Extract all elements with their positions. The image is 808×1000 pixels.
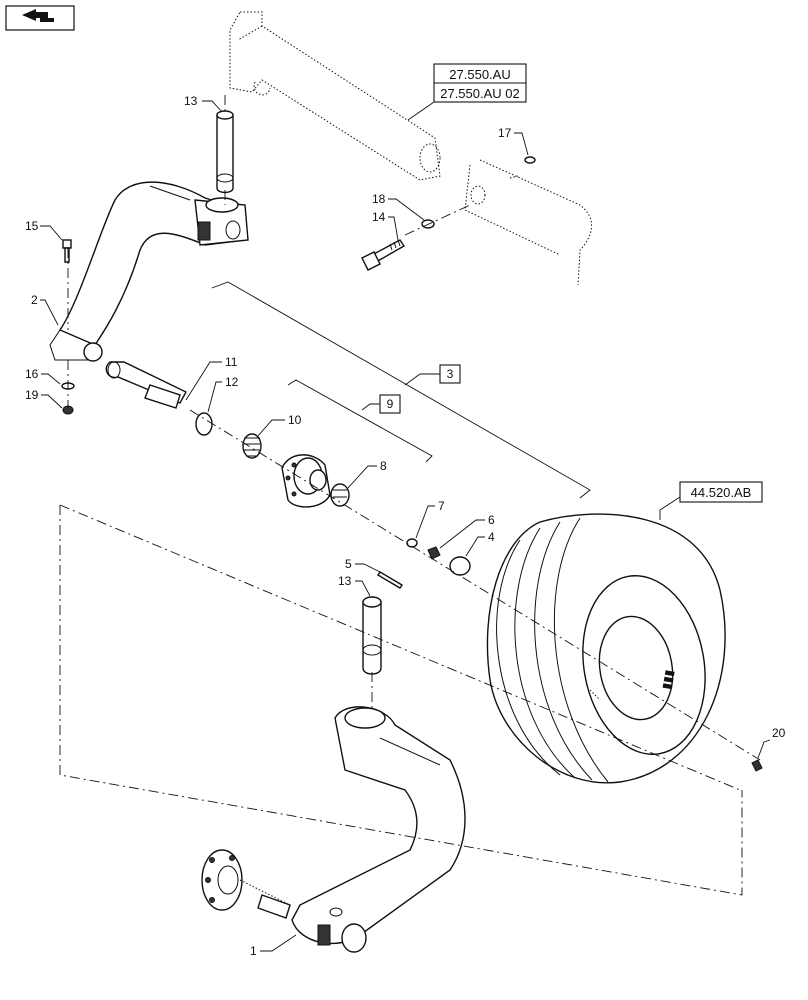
nut-6	[427, 546, 441, 560]
callout-15[interactable]: 15	[25, 219, 63, 241]
callout-18[interactable]: 18	[372, 192, 425, 221]
callout-2[interactable]: 2	[31, 293, 59, 326]
ref-label-1: 27.550.AU	[449, 67, 510, 82]
lower-hub	[201, 849, 291, 919]
ref-box-27-550[interactable]: 27.550.AU 27.550.AU 02	[433, 63, 527, 103]
frame-bar	[229, 11, 592, 286]
callout-19[interactable]: 19	[25, 388, 63, 409]
group-label-3: 3	[447, 367, 454, 381]
callout-16[interactable]: 16	[25, 367, 61, 385]
bolt-14	[361, 239, 405, 271]
callout-label: 17	[498, 126, 512, 140]
callout-14[interactable]: 14	[372, 210, 399, 241]
callout-11[interactable]: 11	[185, 355, 238, 401]
callout-label: 10	[288, 413, 302, 427]
callout-label: 1	[250, 944, 257, 958]
callout-label: 7	[438, 499, 445, 513]
nav-return-button[interactable]	[5, 5, 75, 31]
washer-17	[524, 156, 536, 164]
group-box-3[interactable]: 3	[439, 364, 461, 384]
callout-5[interactable]: 5	[345, 557, 381, 573]
center-lines	[59, 95, 761, 896]
callout-label: 20	[772, 726, 786, 740]
callout-label: 4	[488, 530, 495, 544]
cotter-pin-5	[377, 571, 403, 589]
callout-6[interactable]: 6	[439, 513, 495, 549]
callout-label: 11	[225, 355, 238, 369]
callout-label: 2	[31, 293, 38, 307]
tire-marking: ▮▮▮	[659, 669, 676, 691]
callout-20[interactable]: 20	[757, 726, 786, 759]
callout-7[interactable]: 7	[415, 499, 445, 539]
callout-12[interactable]: 12	[207, 375, 239, 413]
ref-label-3: 44.520.AB	[691, 485, 752, 500]
pin-lower	[362, 596, 382, 675]
bearing-10	[242, 433, 262, 459]
callout-label: 12	[225, 375, 239, 389]
group-box-9[interactable]: 9	[379, 394, 401, 414]
bolt-15	[62, 239, 72, 263]
pin-upper	[216, 110, 234, 194]
callout-label: 8	[380, 459, 387, 473]
callout-8[interactable]: 8	[347, 459, 387, 489]
group-label-9: 9	[387, 397, 394, 411]
callout-17[interactable]: 17	[498, 126, 529, 156]
cap-4	[449, 556, 471, 576]
callout-13-lower[interactable]: 13	[338, 574, 371, 597]
group-bracket-9	[287, 379, 433, 463]
callout-label: 6	[488, 513, 495, 527]
upper-arm	[49, 181, 249, 362]
callout-1[interactable]: 1	[250, 934, 297, 958]
ref-leader-1	[407, 101, 435, 121]
callout-4[interactable]: 4	[465, 530, 495, 557]
group-leader-9	[361, 403, 380, 411]
ref-box-44-520[interactable]: 44.520.AB	[679, 481, 763, 503]
callout-13-upper[interactable]: 13	[184, 94, 223, 113]
lower-arm	[291, 706, 466, 953]
callout-label: 13	[338, 574, 352, 588]
tire: ▮▮▮	[486, 513, 726, 784]
group-leader-3	[404, 373, 440, 386]
callout-label: 13	[184, 94, 198, 108]
ref-label-2: 27.550.AU 02	[440, 86, 520, 101]
callout-label: 14	[372, 210, 386, 224]
group-bracket-3	[211, 281, 591, 499]
ref-leader-3	[659, 496, 681, 520]
callout-label: 16	[25, 367, 39, 381]
return-arrow-icon	[22, 9, 54, 22]
callout-label: 18	[372, 192, 386, 206]
callout-label: 15	[25, 219, 39, 233]
bolt-20	[751, 759, 763, 772]
callout-label: 19	[25, 388, 39, 402]
bearing-8	[330, 483, 350, 507]
callout-10[interactable]: 10	[257, 413, 302, 437]
callout-label: 5	[345, 557, 352, 571]
seal-12	[195, 412, 213, 436]
spindle	[105, 361, 187, 409]
